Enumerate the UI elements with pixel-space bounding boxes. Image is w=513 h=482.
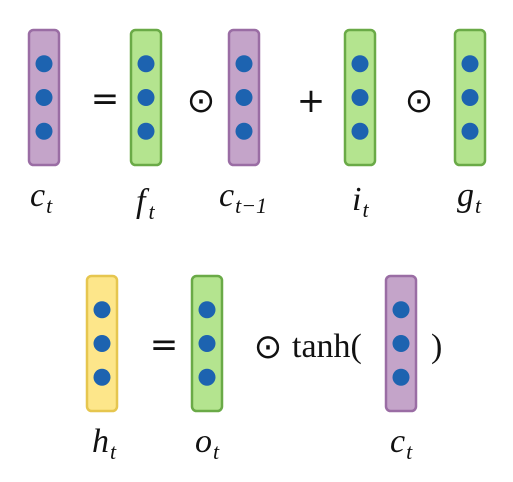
tanh-function: tanh( xyxy=(292,328,362,365)
vector-element-dot xyxy=(35,55,53,73)
equals-operator: = xyxy=(150,325,179,365)
hadamard-operator: ⊙ xyxy=(254,327,283,367)
vector-c-t-minus-1 xyxy=(227,28,261,167)
vector-element-dot xyxy=(137,89,155,106)
vector-element-dot xyxy=(137,122,155,140)
label-c-t: ct xyxy=(30,177,53,218)
vector-element-dot xyxy=(198,335,216,352)
vector-element-dot xyxy=(198,301,216,319)
vector-element-dot xyxy=(235,89,253,106)
vector-element-dot xyxy=(35,89,53,106)
vector-element-dot xyxy=(392,368,410,386)
equation-hidden-state: = ⊙ tanh( ) ht ot ct xyxy=(85,274,442,464)
vector-element-dot xyxy=(392,335,410,352)
vector-element-dot xyxy=(35,122,53,140)
vector-f-t xyxy=(129,28,163,167)
equals-operator: = xyxy=(91,79,120,119)
label-g-t: gt xyxy=(457,177,482,218)
vector-g-t xyxy=(453,28,487,167)
vector-c-t xyxy=(27,28,61,167)
vector-i-t xyxy=(343,28,377,167)
vector-element-dot xyxy=(93,368,111,386)
vector-element-dot xyxy=(461,89,479,106)
vector-element-dot xyxy=(235,55,253,73)
vector-element-dot xyxy=(198,368,216,386)
label-c-t-tanh: ct xyxy=(390,423,413,464)
close-paren: ) xyxy=(431,328,442,365)
hadamard-operator: ⊙ xyxy=(187,81,216,121)
hadamard-operator: ⊙ xyxy=(405,81,434,121)
vector-element-dot xyxy=(351,55,369,73)
vector-c-t-tanh xyxy=(384,274,418,413)
vector-element-dot xyxy=(461,122,479,140)
vector-element-dot xyxy=(235,122,253,140)
vector-element-dot xyxy=(351,89,369,106)
vector-element-dot xyxy=(93,335,111,352)
label-h-t: ht xyxy=(92,423,117,464)
vector-h-t xyxy=(85,274,119,413)
label-c-t-minus-1: ct−1 xyxy=(219,177,267,218)
vector-element-dot xyxy=(351,122,369,140)
vector-element-dot xyxy=(392,301,410,319)
plus-operator: + xyxy=(297,81,326,121)
label-o-t: ot xyxy=(195,423,220,464)
vector-element-dot xyxy=(93,301,111,319)
vector-element-dot xyxy=(461,55,479,73)
label-i-t: it xyxy=(352,181,369,222)
vector-o-t xyxy=(190,274,224,413)
vector-element-dot xyxy=(137,55,155,73)
